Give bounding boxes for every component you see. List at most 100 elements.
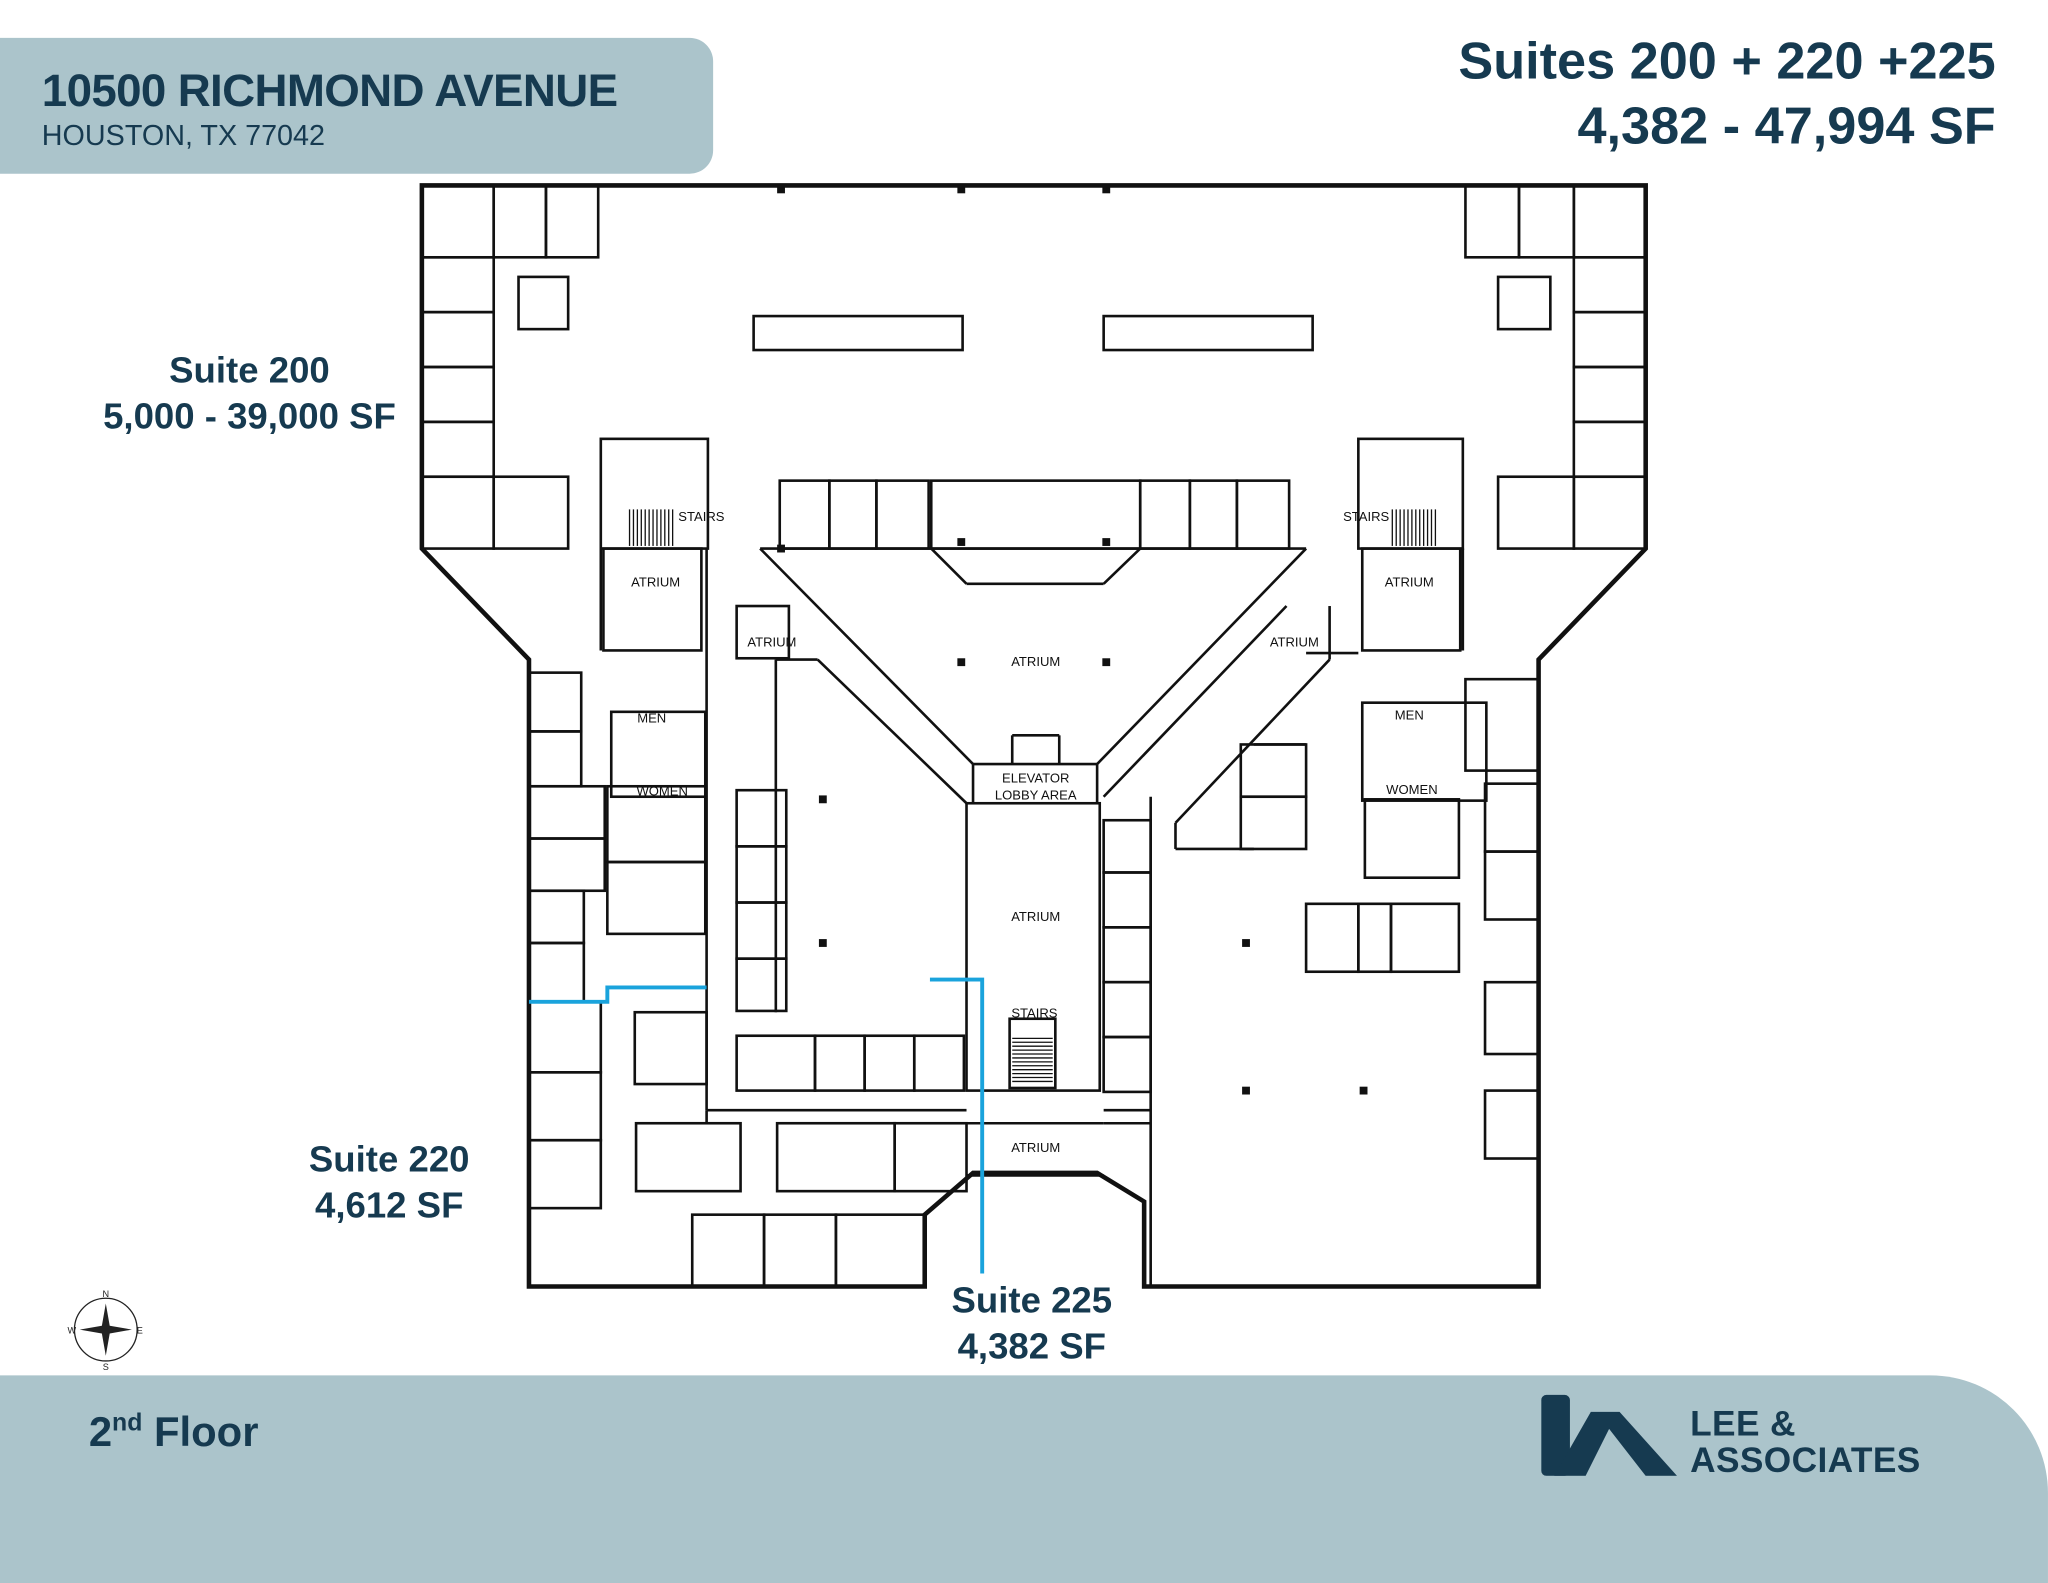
wall	[759, 547, 974, 765]
room-wall	[735, 845, 788, 904]
room-wall	[602, 547, 703, 652]
size-range: 4,382 - 47,994 SF	[1577, 97, 1996, 156]
label-atrium: ATRIUM	[1011, 1140, 1060, 1155]
suite-name: Suite 225	[951, 1279, 1113, 1321]
suite-220-label: Suite 220 4,612 SF	[285, 1136, 494, 1227]
room-wall	[735, 957, 788, 1013]
room-wall	[606, 860, 707, 936]
wall	[816, 658, 968, 805]
room-wall	[1496, 275, 1552, 331]
room-wall	[1483, 782, 1540, 853]
room-wall	[527, 671, 583, 733]
compass-w: W	[68, 1326, 77, 1336]
building-address: 10500 RICHMOND AVENUE	[41, 65, 618, 117]
room-wall	[1389, 902, 1461, 974]
room-wall	[527, 1138, 603, 1210]
wall	[1102, 547, 1142, 585]
room-wall	[420, 475, 496, 550]
suite-225-boundary	[929, 977, 985, 1274]
suite-size: 4,612 SF	[314, 1184, 464, 1226]
room-wall	[762, 1213, 838, 1288]
footer-banner	[0, 1375, 2048, 1583]
room-wall	[1360, 547, 1462, 652]
room-wall	[813, 1034, 866, 1092]
room-wall	[1188, 479, 1239, 550]
room-wall	[544, 184, 600, 259]
room-wall	[599, 437, 710, 550]
room-wall	[420, 420, 496, 479]
room-wall	[1360, 701, 1488, 802]
column	[957, 538, 966, 546]
room-wall	[1572, 365, 1647, 424]
label-atrium: ATRIUM	[1270, 635, 1319, 650]
room-wall	[1496, 475, 1576, 550]
room-wall	[527, 730, 583, 788]
room-wall	[1517, 184, 1576, 259]
column	[1359, 1086, 1368, 1095]
building-outline	[419, 183, 1648, 1289]
room-wall	[420, 310, 496, 369]
suite-name: Suite 220	[308, 1138, 470, 1180]
room-wall	[863, 1034, 916, 1092]
room-wall	[735, 788, 788, 848]
column	[1102, 658, 1111, 667]
room-wall	[834, 1213, 927, 1288]
suite-220-boundary	[528, 985, 707, 1004]
room-wall	[527, 1000, 603, 1074]
column	[1102, 185, 1111, 194]
column	[1242, 939, 1250, 947]
suite-200-label: Suite 200 5,000 - 39,000 SF	[78, 347, 420, 438]
column	[957, 185, 966, 194]
label-men: MEN	[1395, 708, 1424, 723]
label-elevator: ELEVATOR	[1002, 770, 1069, 785]
room-wall	[1304, 902, 1360, 974]
column	[1102, 538, 1111, 546]
room-wall	[1239, 743, 1308, 799]
room-wall	[1102, 926, 1152, 984]
label-atrium: ATRIUM	[747, 635, 796, 650]
suites-list: Suites 200 + 220 +225	[1458, 32, 1996, 91]
room-wall	[420, 365, 496, 424]
column	[777, 185, 785, 194]
room-wall	[517, 275, 570, 331]
room-wall	[1008, 1017, 1057, 1090]
room-wall	[1102, 818, 1152, 874]
room-wall	[420, 184, 496, 259]
column	[818, 939, 827, 947]
compass-n: N	[102, 1289, 109, 1299]
room-wall	[1357, 437, 1465, 550]
room-wall	[735, 901, 788, 960]
compass-rose: N S E W	[68, 1289, 143, 1372]
room-wall	[875, 479, 930, 550]
label-atrium: ATRIUM	[1385, 574, 1434, 589]
room-wall	[1102, 980, 1152, 1039]
room-wall	[1483, 850, 1540, 921]
column	[818, 795, 827, 804]
room-wall	[1235, 479, 1291, 550]
lee-associates-logo-text: LEE & ASSOCIATES	[1690, 1404, 1921, 1480]
label-stairs-right: STAIRS	[1343, 509, 1389, 524]
room-wall	[1464, 677, 1540, 772]
label-atrium: ATRIUM	[1011, 909, 1060, 924]
wall	[1174, 658, 1331, 824]
room-wall	[1138, 479, 1192, 550]
floor-label: 2nd Floor	[88, 1407, 259, 1455]
room-wall	[492, 475, 570, 550]
room-wall	[775, 1121, 896, 1193]
room-wall	[527, 889, 586, 945]
room-wall	[1483, 980, 1540, 1056]
room-wall	[1239, 795, 1308, 851]
room-wall	[492, 184, 548, 259]
room-wall	[1572, 184, 1647, 259]
room-wall	[690, 1213, 766, 1288]
room-wall	[893, 1121, 968, 1193]
label-men: MEN	[637, 710, 666, 725]
label-women: WOMEN	[636, 783, 687, 798]
label-women: WOMEN	[1386, 782, 1437, 797]
compass-e: E	[137, 1326, 143, 1336]
label-atrium: ATRIUM	[631, 574, 680, 589]
room-wall	[527, 837, 607, 893]
suite-size: 5,000 - 39,000 SF	[103, 395, 396, 437]
wall	[1102, 605, 1288, 798]
